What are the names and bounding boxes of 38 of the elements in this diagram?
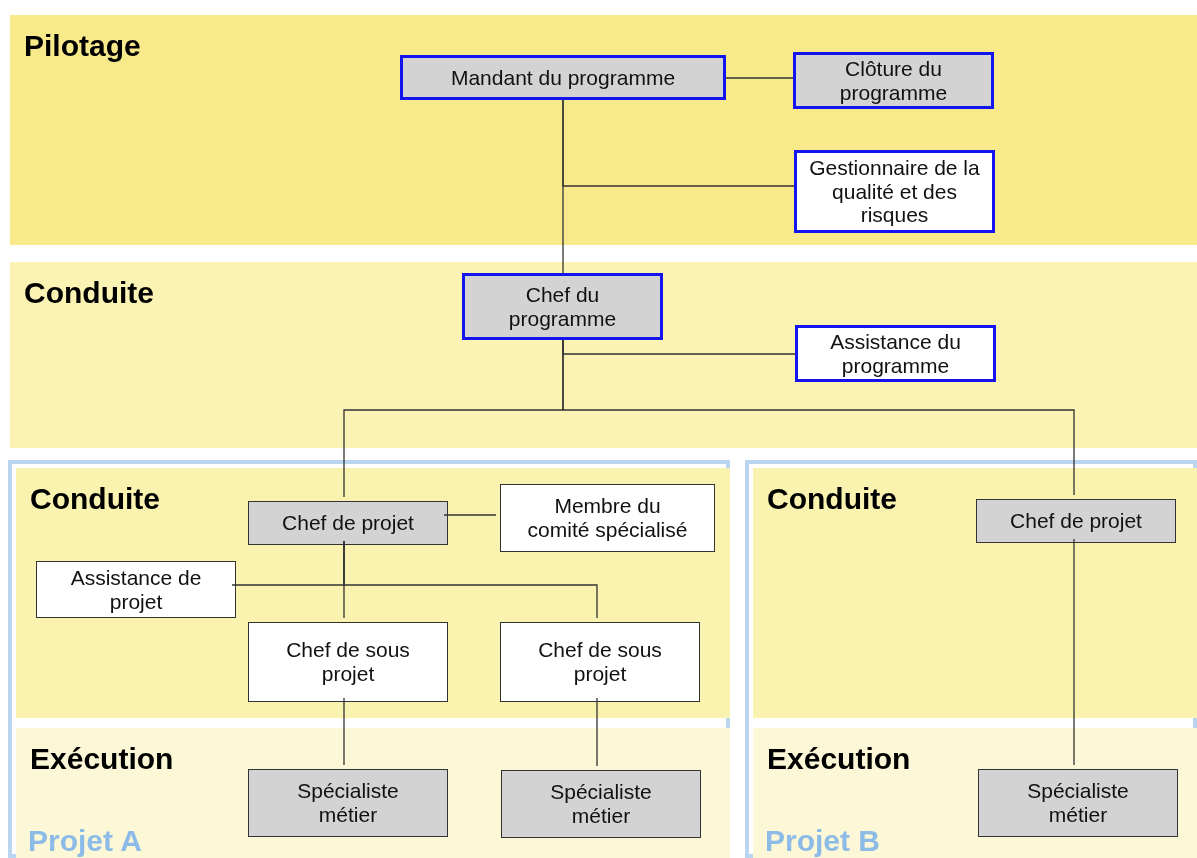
connector-line	[343, 540, 598, 619]
role-box: Chef du programme	[462, 273, 663, 340]
role-box: Chef de projet	[976, 499, 1176, 543]
band-background	[10, 262, 1197, 448]
band-heading: Exécution	[767, 742, 911, 776]
band-heading: Exécution	[30, 742, 174, 776]
band-background	[753, 468, 1197, 718]
band-background	[10, 15, 1197, 245]
project-label: Projet A	[28, 824, 142, 858]
role-box: Spécialiste métier	[978, 769, 1178, 837]
connector-line	[725, 77, 794, 79]
role-box: Gestionnaire de la qualité et des risques	[794, 150, 995, 233]
connector-line	[562, 99, 564, 274]
band-background	[753, 728, 1197, 858]
role-box: Spécialiste métier	[501, 770, 701, 838]
role-box: Assistance du programme	[795, 325, 996, 382]
band-heading: Conduite	[767, 482, 897, 516]
project-label: Projet B	[765, 824, 881, 858]
role-box: Spécialiste métier	[248, 769, 448, 837]
connector-line	[596, 697, 598, 767]
role-box: Chef de projet	[248, 501, 448, 545]
band-heading: Pilotage	[24, 29, 141, 63]
connector-line	[443, 514, 497, 516]
connector-line	[343, 697, 345, 766]
band-background	[16, 728, 730, 858]
role-box: Assistance de projet	[36, 561, 236, 618]
role-box: Chef de sous projet	[500, 622, 700, 702]
band-heading: Conduite	[24, 276, 154, 310]
connector-line	[562, 339, 1075, 496]
connector-line	[1073, 538, 1075, 766]
role-box: Membre du comité spécialisé	[500, 484, 715, 552]
project-frame	[8, 460, 730, 858]
band-heading: Conduite	[30, 482, 160, 516]
role-box: Mandant du programme	[400, 55, 726, 100]
role-box: Chef de sous projet	[248, 622, 448, 702]
role-box: Clôture du programme	[793, 52, 994, 109]
band-background	[16, 468, 730, 718]
project-frame	[745, 460, 1197, 858]
